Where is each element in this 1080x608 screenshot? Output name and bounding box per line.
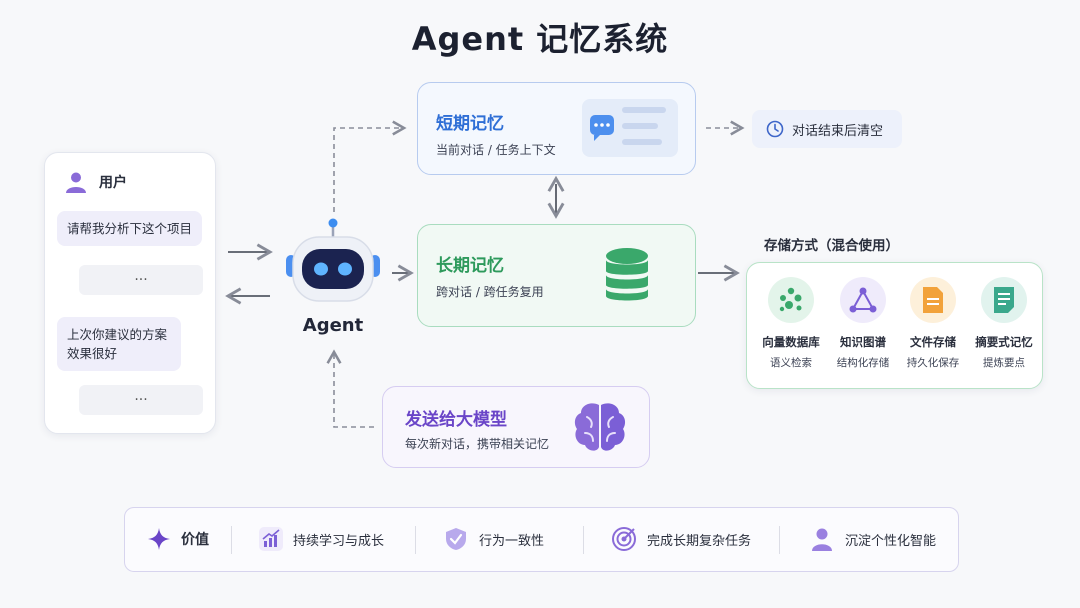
short-memory-title: 短期记忆 [436,114,504,134]
short-memory-subtitle: 当前对话 / 任务上下文 [436,143,556,157]
target-icon [612,527,636,551]
ellipsis-reply-1: ··· [79,265,203,295]
value-item-growth: 持续学习与成长 [259,508,384,570]
send-subtitle: 每次新对话，携带相关记忆 [405,437,550,451]
send-to-llm-card: 发送给大模型 每次新对话，携带相关记忆 [382,386,650,468]
long-memory-card: 长期记忆 跨对话 / 跨任务复用 [417,224,696,327]
short-memory-card: 短期记忆 当前对话 / 任务上下文 [417,82,696,175]
shield-check-icon [446,528,466,550]
user-message-1: 请帮我分析下这个项目 [57,211,202,246]
separator [415,526,416,554]
chat-window-icon [582,99,678,157]
user-name: 用户 [99,175,127,191]
long-memory-title: 长期记忆 [436,256,504,276]
separator [779,526,780,554]
ellipsis-reply-2: ··· [79,385,203,415]
send-title: 发送给大模型 [405,410,507,430]
file-icon [910,277,956,323]
clear-after-dialog-note: 对话结束后清空 [752,110,902,148]
sparkle-icon [148,528,170,550]
separator [583,526,584,554]
value-bar: 价值 持续学习与成长 行为一致性 完成长期复杂任务 沉淀个性化 [124,507,959,572]
graph-icon [840,277,886,323]
page-title: Agent 记忆系统 [411,20,669,58]
arrow-send-to-agent [326,349,374,428]
brain-icon [574,403,626,451]
value-item-long-task: 完成长期复杂任务 [611,508,751,570]
user-header: 用户 [65,171,127,193]
agent-label: Agent [302,315,364,336]
value-label-group: 价值 [147,508,209,570]
vector-dots-icon [768,277,814,323]
storage-item-summary: 摘要式记忆 提炼要点 [969,277,1039,370]
clear-note-text: 对话结束后清空 [792,123,884,139]
separator [231,526,232,554]
summary-doc-icon [981,277,1027,323]
value-label: 价值 [181,532,209,548]
value-item-personalization: 沉淀个性化智能 [809,508,936,570]
user-icon [66,172,86,193]
growth-chart-icon [259,527,283,551]
storage-item-knowledge-graph: 知识图谱 结构化存储 [828,277,898,370]
user-panel: 用户 请帮我分析下这个项目 ··· 上次你建议的方案 效果很好 ··· [44,152,216,434]
arrow-agent-to-short [333,120,407,212]
storage-item-file: 文件存储 持久化保存 [898,277,968,370]
person-icon [812,528,832,551]
storage-item-vector-db: 向量数据库 语义检索 [756,277,826,370]
database-icon [606,248,648,301]
clock-icon [766,120,784,138]
storage-panel: 向量数据库 语义检索 知识图谱 结构化存储 文件存储 持久化保存 [746,262,1043,389]
storage-title: 存储方式（混合使用） [764,238,899,254]
user-message-2: 上次你建议的方案 效果很好 [57,317,181,371]
long-memory-subtitle: 跨对话 / 跨任务复用 [436,285,544,299]
value-item-consistency: 行为一致性 [443,508,544,570]
robot-icon [286,218,380,302]
